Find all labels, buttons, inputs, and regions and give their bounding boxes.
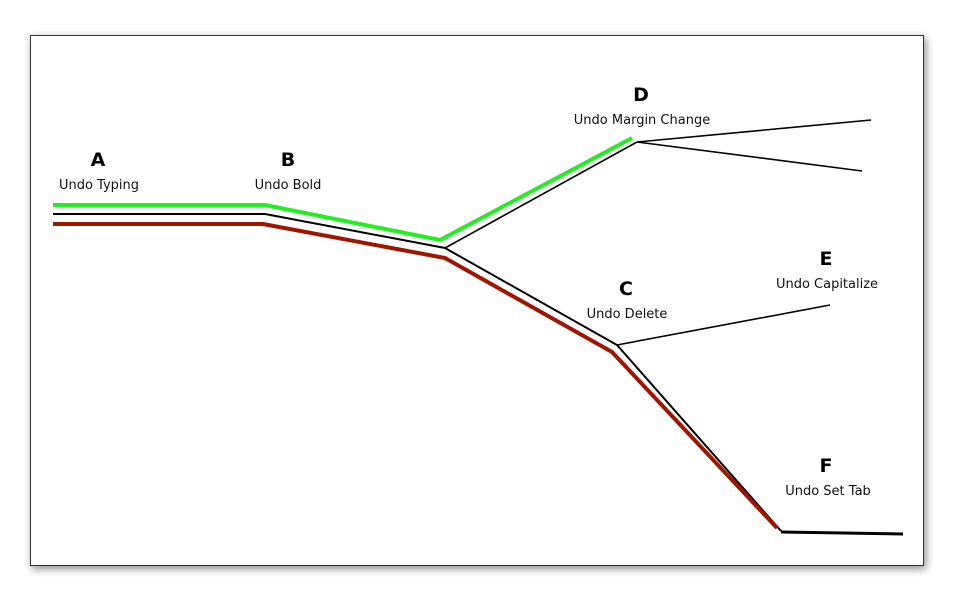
node-c-letter: C <box>619 278 633 300</box>
node-d-letter: D <box>633 84 649 106</box>
node-c-label: Undo Delete <box>587 307 668 322</box>
node-b-label: Undo Bold <box>255 178 322 193</box>
node-f-letter: F <box>820 455 833 477</box>
node-b-letter: B <box>281 149 295 171</box>
node-a-label: Undo Typing <box>59 178 139 193</box>
branch-c-to-e <box>616 304 831 346</box>
node-d-label: Undo Margin Change <box>574 113 710 128</box>
branch-to-d <box>444 141 638 249</box>
branch-d-upper <box>636 119 872 143</box>
node-e-letter: E <box>820 248 833 270</box>
diagram-frame <box>30 35 924 566</box>
node-e-label: Undo Capitalize <box>776 277 878 292</box>
branch-trunk <box>53 213 782 532</box>
red-path <box>53 222 779 530</box>
node-a-letter: A <box>91 149 106 171</box>
branch-d-lower <box>636 141 863 172</box>
node-f-label: Undo Set Tab <box>785 484 871 499</box>
green-path <box>53 136 633 242</box>
branch-f-tail <box>780 530 904 536</box>
